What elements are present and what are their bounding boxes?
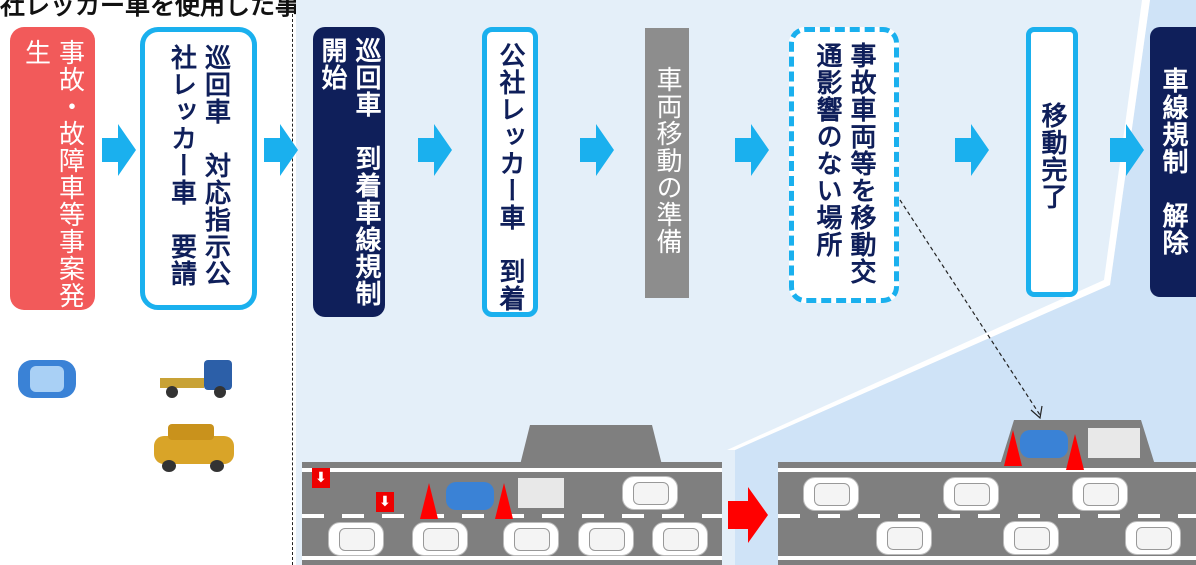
flow-arrow-icon xyxy=(580,124,614,176)
traffic-cone-icon xyxy=(495,483,513,519)
step-move-complete: 移動完了 xyxy=(1026,27,1078,297)
car-icon xyxy=(503,522,559,556)
transition-arrow-icon xyxy=(728,487,768,543)
accident-car-icon xyxy=(446,482,494,510)
car-icon xyxy=(578,522,634,556)
shoulder-area xyxy=(520,425,662,465)
traffic-cone-icon xyxy=(1004,430,1022,466)
step-tow-arrival: 公社レッカー車 到着 xyxy=(482,27,538,317)
step-move-vehicle-label: 事故車両等を移動交通影響のない場所 xyxy=(812,42,876,285)
traffic-cone-icon xyxy=(420,483,438,519)
step-incident: 事故・故障車等事案発生 xyxy=(10,27,95,310)
lane-closed-icon: ⬇ xyxy=(376,492,394,512)
flow-arrow-icon xyxy=(955,124,989,176)
step-dispatch-label: 巡回車 対応指示公社レッカー車 要請 xyxy=(166,44,231,287)
car-icon xyxy=(18,360,76,398)
car-icon xyxy=(803,477,859,511)
step-lift-restriction: 車線規制 解除 xyxy=(1150,27,1196,297)
step-move-vehicle: 事故車両等を移動交通影響のない場所 xyxy=(789,27,899,303)
step-lift-restriction-label: 車線規制 解除 xyxy=(1158,67,1188,256)
car-icon xyxy=(876,521,932,555)
step-patrol-arrival: 巡回車 到着車線規制開始 xyxy=(313,27,385,317)
flow-arrow-icon xyxy=(1110,124,1144,176)
traffic-cone-icon xyxy=(1066,434,1084,470)
flow-arrow-icon xyxy=(102,124,136,176)
phase-divider xyxy=(292,14,293,565)
tow-truck-icon xyxy=(518,478,564,508)
car-icon xyxy=(652,522,708,556)
flow-arrow-icon xyxy=(735,124,769,176)
tow-truck-icon xyxy=(1088,428,1140,458)
flow-arrow-icon xyxy=(418,124,452,176)
car-icon xyxy=(328,522,384,556)
step-dispatch: 巡回車 対応指示公社レッカー車 要請 xyxy=(140,27,257,310)
car-icon xyxy=(1125,521,1181,555)
accident-car-icon xyxy=(1020,430,1068,458)
step-prepare: 車両移動の準備 xyxy=(645,28,689,298)
car-icon xyxy=(412,522,468,556)
lane-closed-icon: ⬇ xyxy=(312,468,330,488)
step-move-complete-label: 移動完了 xyxy=(1037,102,1067,210)
flow-arrow-icon xyxy=(264,124,298,176)
car-icon xyxy=(943,477,999,511)
patrol-car-icon xyxy=(150,420,238,472)
car-icon xyxy=(1003,521,1059,555)
step-patrol-arrival-label: 巡回車 到着車線規制開始 xyxy=(317,37,381,307)
car-icon xyxy=(1072,477,1128,511)
step-tow-arrival-label: 公社レッカー車 到着 xyxy=(495,42,525,312)
tow-truck-icon xyxy=(160,358,234,400)
step-incident-label: 事故・故障車等事案発生 xyxy=(20,39,85,309)
step-prepare-label: 車両移動の準備 xyxy=(652,66,682,255)
car-icon xyxy=(622,476,678,510)
